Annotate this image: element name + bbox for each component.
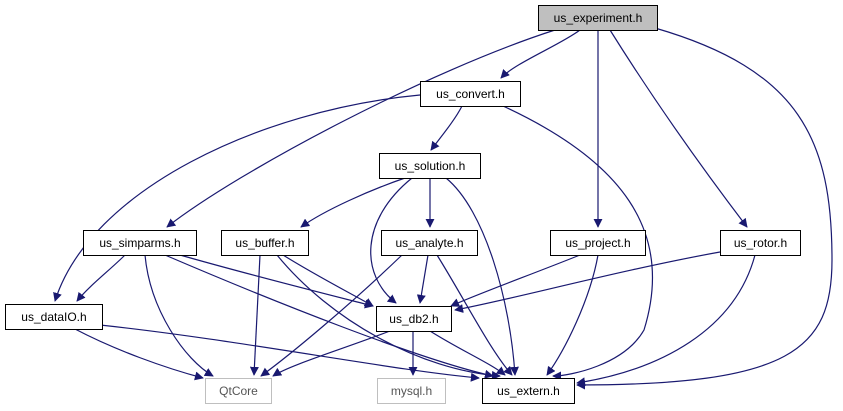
edge-convert-to-extern <box>502 105 654 381</box>
node-extern[interactable]: us_extern.h <box>482 378 575 404</box>
node-dataio[interactable]: us_dataIO.h <box>5 304 103 330</box>
edge-project-to-extern <box>546 254 599 376</box>
edge-buffer-to-extern <box>276 254 501 380</box>
edge-experiment-to-convert <box>500 29 581 79</box>
node-box <box>377 378 446 404</box>
node-mysql: mysql.h <box>377 378 446 404</box>
node-box <box>5 304 103 330</box>
edge-buffer-to-db2 <box>282 254 374 307</box>
node-box <box>381 230 478 256</box>
nodes-layer: us_experiment.h us_convert.h us_solution.h… <box>5 5 801 404</box>
node-label: us_buffer.h <box>235 236 294 250</box>
node-box <box>83 230 197 256</box>
node-label: mysql.h <box>391 384 432 398</box>
node-analyte[interactable]: us_analyte.h <box>381 230 478 256</box>
node-box <box>482 378 575 404</box>
edge-project-to-db2 <box>450 254 581 307</box>
node-box <box>376 306 452 332</box>
edge-solution-to-buffer <box>300 177 406 228</box>
edge-convert-to-dataio <box>53 94 421 302</box>
edge-simparms-to-qtcore <box>144 254 214 377</box>
node-db2[interactable]: us_db2.h <box>376 306 452 332</box>
edge-experiment-to-extern <box>576 27 833 390</box>
edge-analyte-to-extern <box>436 254 513 376</box>
edge-analyte-to-qtcore <box>260 254 403 377</box>
node-box <box>420 81 521 107</box>
node-experiment[interactable]: us_experiment.h <box>538 5 658 31</box>
edge-convert-to-solution <box>430 105 463 151</box>
edge-rotor-to-extern <box>576 254 756 387</box>
node-label: us_db2.h <box>389 312 438 326</box>
edge-rotor-to-db2 <box>454 251 721 313</box>
node-label: us_experiment.h <box>554 11 643 25</box>
node-box <box>550 230 646 256</box>
edge-simparms-to-dataio <box>76 254 126 302</box>
node-simparms[interactable]: us_simparms.h <box>83 230 197 256</box>
node-label: us_extern.h <box>497 384 560 398</box>
edge-solution-to-extern <box>445 177 519 376</box>
node-solution[interactable]: us_solution.h <box>379 153 481 179</box>
node-label: us_project.h <box>565 236 630 250</box>
edge-experiment-to-simparms <box>166 29 556 228</box>
edge-analyte-to-db2 <box>416 254 429 304</box>
edge-buffer-to-qtcore <box>249 254 261 376</box>
edge-db2-to-qtcore <box>272 330 391 377</box>
node-label: us_analyte.h <box>395 236 463 250</box>
node-project[interactable]: us_project.h <box>550 230 646 256</box>
edge-simparms-to-db2 <box>179 254 374 309</box>
edge-experiment-to-rotor <box>609 29 748 228</box>
edges-layer <box>53 27 833 390</box>
node-box <box>720 230 801 256</box>
node-box <box>221 230 309 256</box>
node-box <box>379 153 481 179</box>
node-label: QtCore <box>219 384 258 398</box>
node-label: us_dataIO.h <box>21 310 86 324</box>
edge-solution-to-db2 <box>370 177 413 304</box>
edge-dataio-to-qtcore <box>74 328 204 381</box>
node-label: us_convert.h <box>436 87 505 101</box>
node-buffer[interactable]: us_buffer.h <box>221 230 309 256</box>
node-label: us_rotor.h <box>734 236 787 250</box>
node-box <box>538 5 658 31</box>
edge-simparms-to-extern <box>164 254 494 379</box>
edge-dataio-to-extern <box>99 324 480 382</box>
edge-db2-to-extern <box>429 330 506 376</box>
node-qtcore: QtCore <box>205 378 272 404</box>
node-box <box>205 378 272 404</box>
node-label: us_solution.h <box>395 159 466 173</box>
node-convert[interactable]: us_convert.h <box>420 81 521 107</box>
node-label: us_simparms.h <box>99 236 180 250</box>
node-rotor[interactable]: us_rotor.h <box>720 230 801 256</box>
